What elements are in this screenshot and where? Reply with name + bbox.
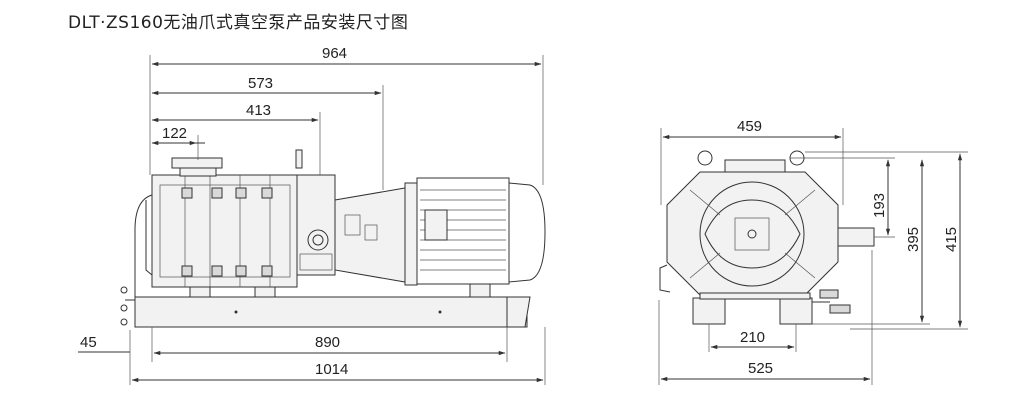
dim-415: 415 [943, 227, 960, 252]
dim-459: 459 [737, 118, 762, 135]
inlet-flange [171, 157, 223, 169]
shaft [837, 227, 875, 247]
dim-210: 210 [740, 329, 765, 346]
lifting-eye-left [697, 150, 713, 166]
dim-395: 395 [905, 227, 922, 252]
foot-right [779, 297, 813, 325]
drawing-title: DLT·ZS160无油爪式真空泵产品安装尺寸图 [68, 13, 409, 33]
dim-413: 413 [246, 102, 271, 119]
dim-122: 122 [162, 125, 187, 142]
motor-flange [404, 182, 418, 286]
dim-890: 890 [315, 334, 340, 351]
front-view [659, 150, 875, 325]
gear-box [296, 174, 336, 276]
front-dimensions: 459 193 395 415 210 525 [658, 118, 968, 385]
dim-573: 573 [248, 75, 273, 92]
side-dimensions: 964 573 413 122 45 890 1014 [78, 45, 546, 385]
dim-193: 193 [871, 193, 888, 218]
dim-964: 964 [322, 45, 347, 62]
dim-1014: 1014 [315, 361, 348, 378]
pump-body [151, 174, 298, 288]
base-plate-end [506, 296, 531, 328]
dim-45: 45 [80, 334, 97, 351]
terminal-box [424, 209, 448, 241]
dim-525: 525 [748, 360, 773, 377]
motor-fan-cover [508, 182, 546, 283]
pump-front-body [666, 171, 839, 296]
foot-left [692, 297, 726, 325]
base-plate [134, 296, 528, 328]
side-view [120, 149, 546, 328]
